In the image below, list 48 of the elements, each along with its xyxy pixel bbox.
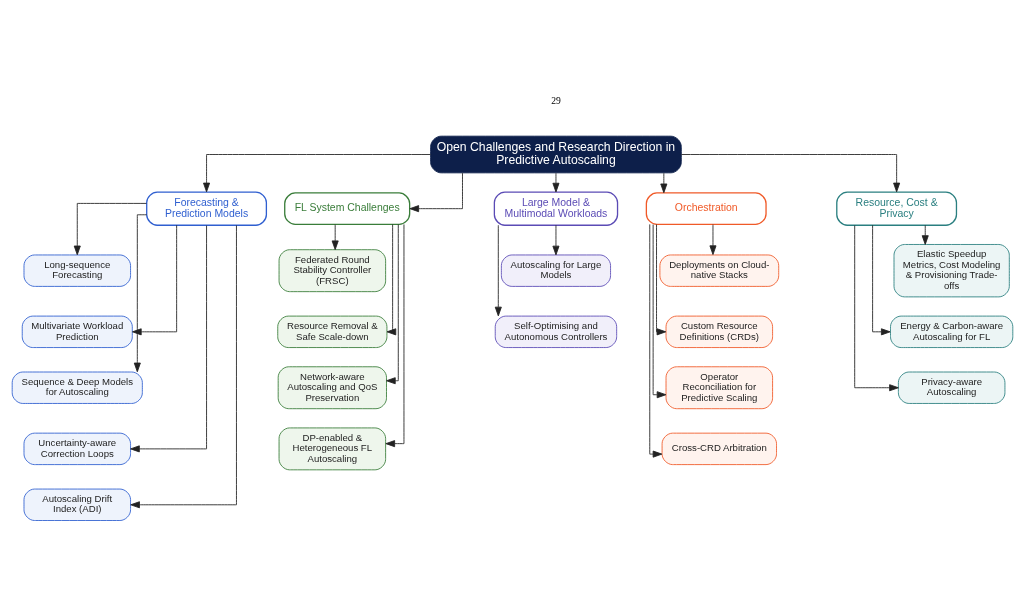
node-box: Resource Removal & Safe Scale-down: [277, 315, 388, 348]
node-box: Sequence & Deep Models for Autoscaling: [11, 371, 143, 404]
arrow: [680, 154, 901, 193]
node-box: Cross-CRD Arbitration: [661, 432, 777, 466]
node-box: Deployments on Cloud-native Stacks: [659, 254, 780, 287]
node-box: Energy & Carbon-aware Autoscaling for FL: [890, 315, 1014, 348]
node-box: Forecasting & Prediction Models: [146, 191, 268, 226]
arrow: [552, 224, 560, 256]
arrow: [132, 224, 178, 336]
arrow: [386, 224, 397, 336]
arrow: [649, 223, 663, 458]
arrow: [872, 224, 891, 336]
node-box: Self-Optimising and Autonomous Controllers: [494, 315, 618, 348]
node-box: Privacy-aware Autoscaling: [897, 371, 1006, 404]
node-box: Resource, Cost & Privacy: [836, 191, 958, 226]
arrow: [133, 214, 148, 373]
node-box: Multivariate Workload Prediction: [21, 315, 133, 348]
arrow: [709, 224, 717, 255]
arrow: [409, 172, 463, 213]
node-box: Orchestration: [645, 192, 767, 226]
node-box: Custom Resource Definitions (CRDs): [665, 315, 774, 348]
arrow: [660, 172, 668, 194]
node-box: Operator Reconciliation for Predictive Scaling: [665, 366, 774, 410]
node-box: Open Challenges and Research Direction in Predictive Autoscaling: [430, 135, 682, 174]
arrow: [494, 224, 502, 317]
arrow: [203, 154, 431, 193]
node-box: Federated Round Stability Controller (FRSC): [278, 249, 387, 293]
arrow: [130, 225, 237, 509]
arrow: [73, 203, 147, 256]
arrow: [921, 224, 929, 245]
arrow: [385, 224, 405, 448]
arrow: [652, 224, 667, 399]
node-box: Autoscaling Drift Index (ADI): [23, 488, 131, 521]
node-box: Elastic Speedup Metrics, Cost Modeling & Provisioning Trade-offs: [893, 244, 1010, 298]
node-box: Long-sequence Forecasting: [23, 254, 131, 287]
node-box: Autoscaling for Large Models: [500, 254, 611, 287]
node-box: FL System Challenges: [284, 192, 411, 226]
node-box: Uncertainty-aware Correction Loops: [23, 432, 131, 466]
arrow: [331, 224, 339, 251]
arrow: [130, 225, 207, 453]
node-box: Network-aware Autoscaling and QoS Preservation: [277, 366, 387, 410]
arrow: [386, 224, 399, 385]
arrow: [854, 225, 899, 392]
node-box: DP-enabled & Heterogeneous FL Autoscaling: [278, 427, 387, 471]
label: 29: [551, 94, 561, 106]
arrow: [552, 172, 560, 193]
node-box: Large Model & Multimodal Workloads: [493, 191, 619, 226]
arrow: [656, 224, 667, 336]
